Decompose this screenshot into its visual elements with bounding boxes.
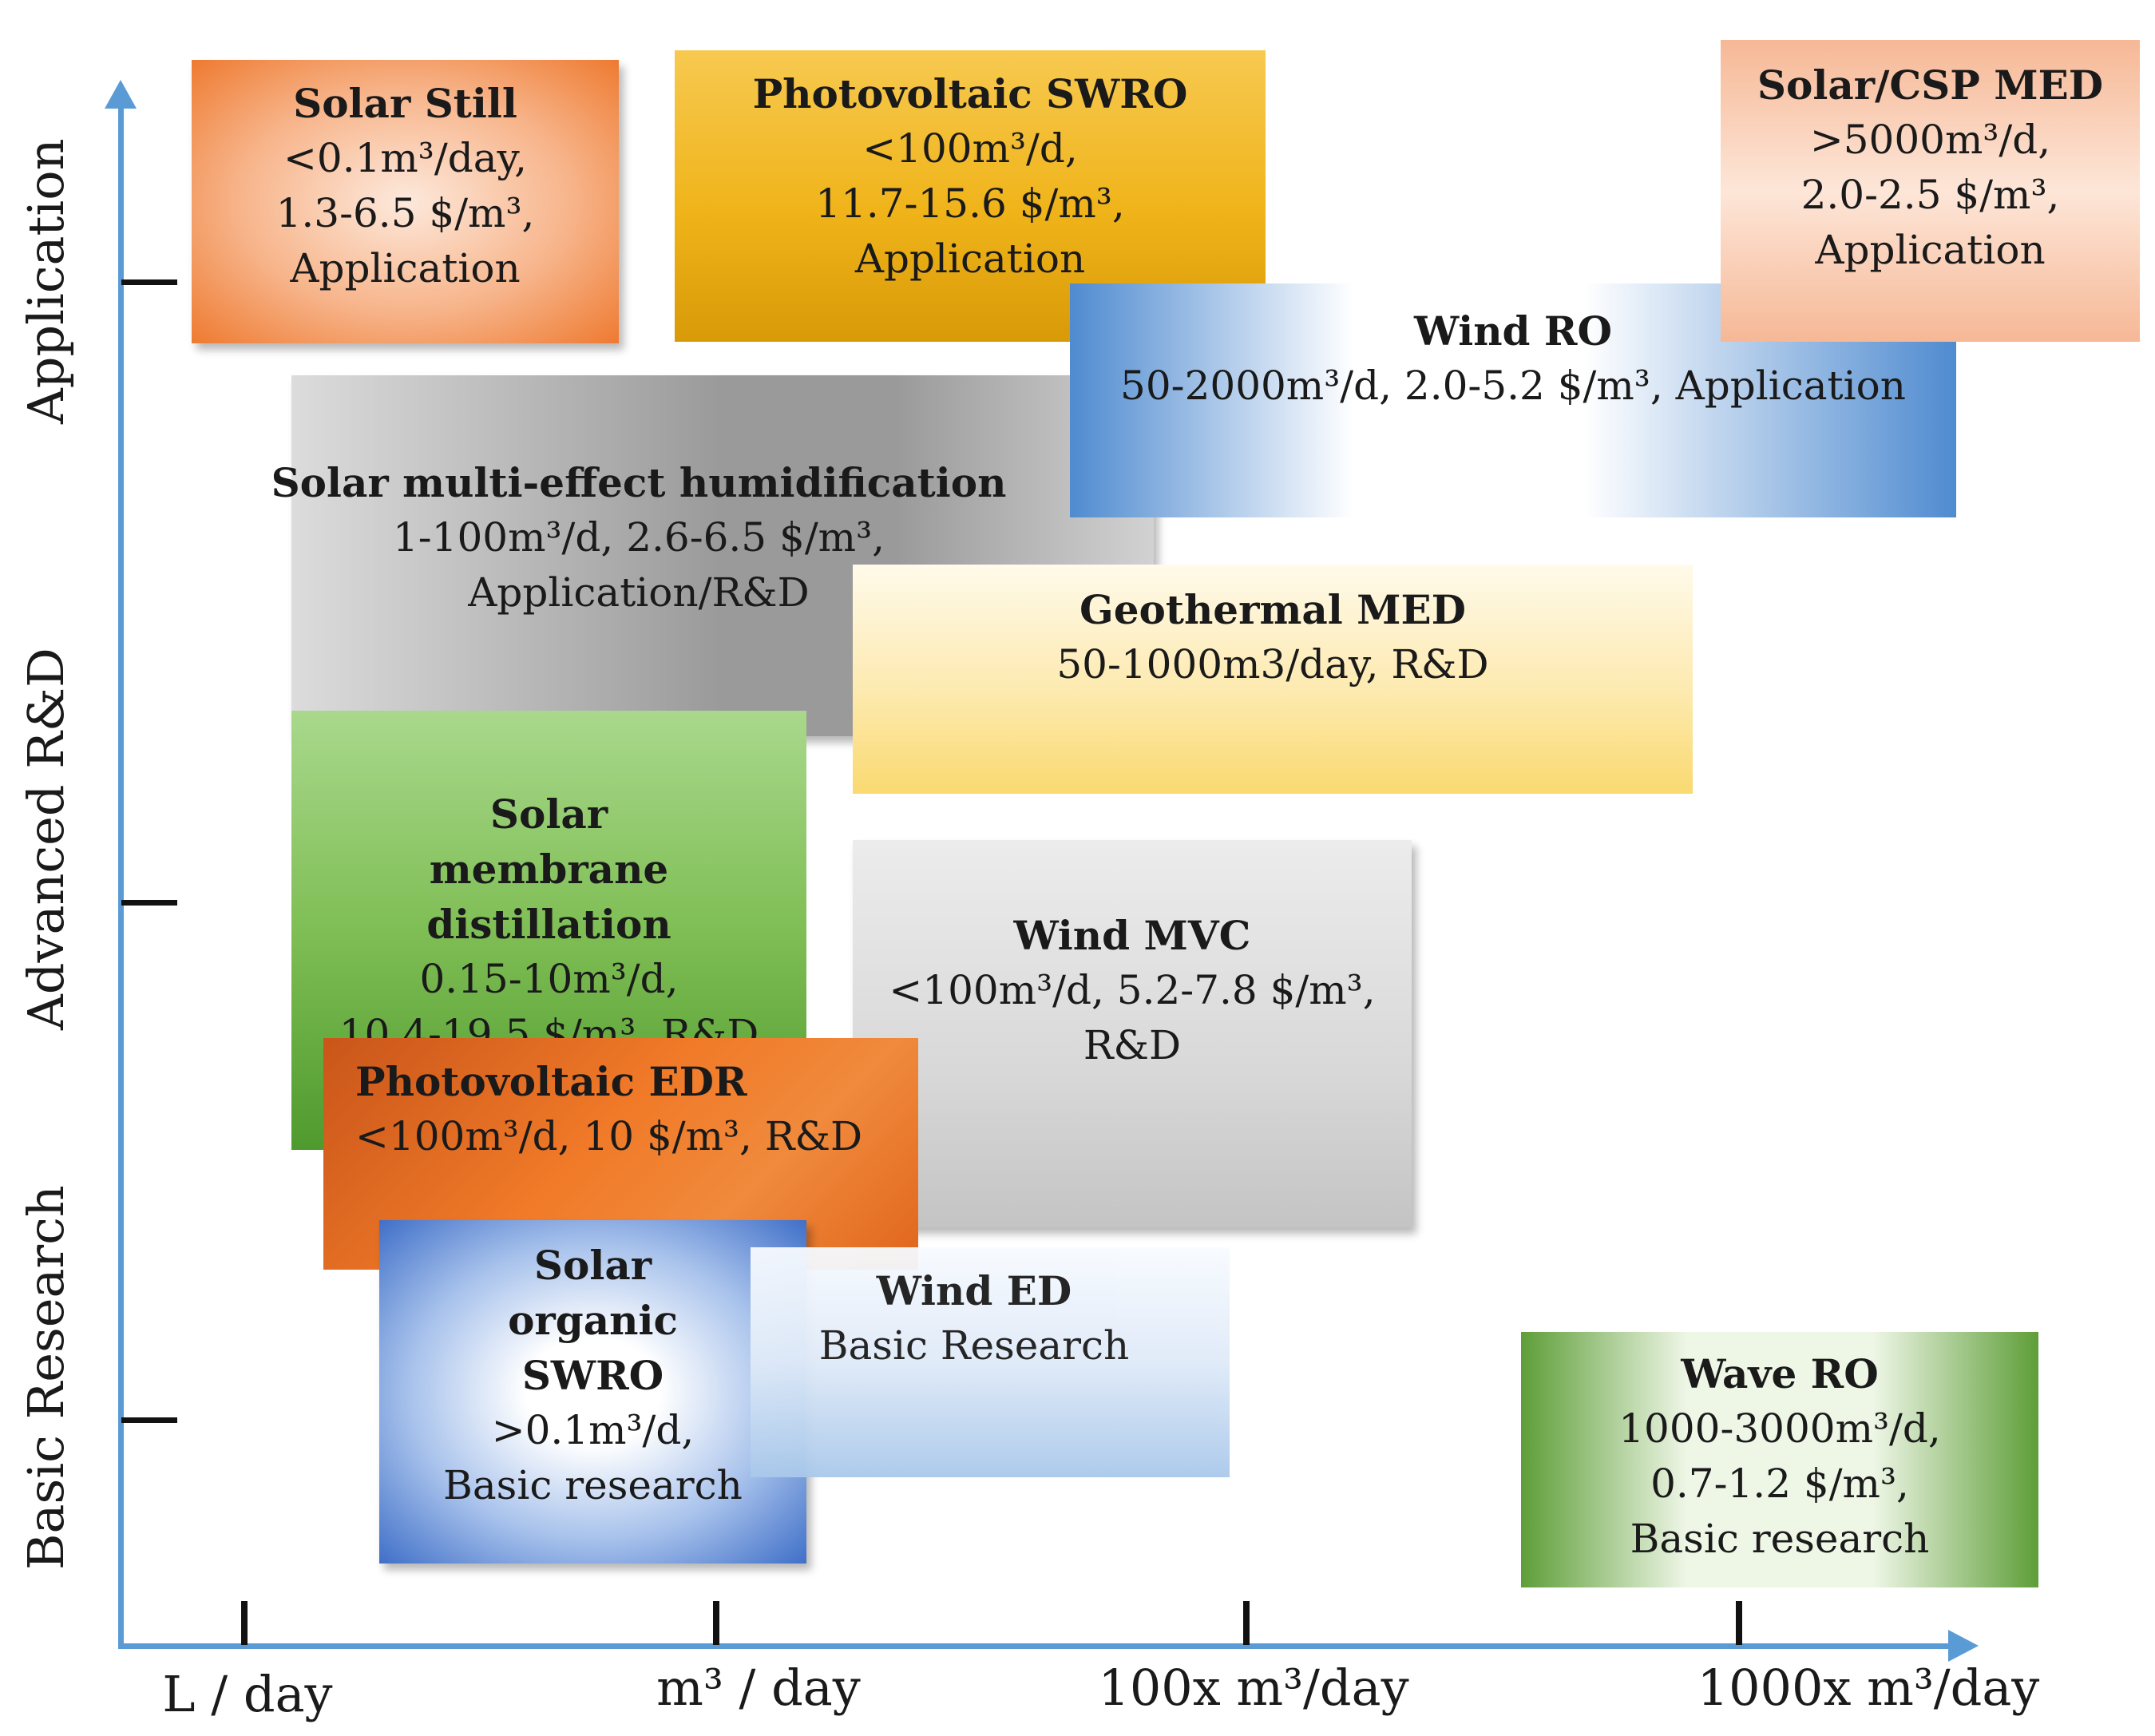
box-solar-organic-swro: Solar organic SWRO >0.1m³/d, Basic resea… [379, 1220, 806, 1564]
box-detail: <0.1m³/day, [283, 135, 528, 181]
box-title: Wind RO [1413, 307, 1613, 355]
box-detail: Application [290, 245, 521, 291]
box-detail: Basic research [443, 1462, 743, 1508]
y-tick-advanced-rd [121, 900, 177, 906]
x-tick-1000x [1736, 1601, 1742, 1645]
box-title: Photovoltaic SWRO [752, 70, 1188, 117]
box-title: Wind ED [876, 1267, 1072, 1314]
box-title: Solar multi-effect humidification [271, 459, 1007, 506]
x-tick-m3-day [713, 1601, 719, 1645]
box-wave-ro: Wave RO 1000-3000m³/d, 0.7-1.2 $/m³, Bas… [1521, 1332, 2038, 1587]
box-detail: R&D [1083, 1022, 1182, 1068]
x-label-100x: 100x m³/day [1098, 1659, 1409, 1717]
box-detail: 50-1000m3/day, R&D [1056, 641, 1489, 688]
y-tick-application [121, 279, 177, 285]
box-detail: 50-2000m³/d, 2.0-5.2 $/m³, Application [1120, 363, 1906, 409]
x-tick-l-day [241, 1601, 248, 1645]
box-title: Solar membrane distillation [426, 791, 671, 948]
x-tick-100x [1243, 1601, 1250, 1645]
x-label-m3-day: m³ / day [656, 1659, 861, 1717]
box-detail: <100m³/d, 10 $/m³, R&D [355, 1113, 863, 1159]
box-detail: Application [1815, 227, 2046, 273]
box-detail: >5000m³/d, [1809, 117, 2051, 163]
box-detail: Application [854, 236, 1086, 282]
box-detail: Basic Research [818, 1322, 1130, 1369]
box-detail: 1000-3000m³/d, [1618, 1405, 1941, 1452]
box-solar-multi-effect-humidification: Solar multi-effect humidification 1-100m… [271, 375, 1154, 736]
box-detail: Basic research [1630, 1516, 1930, 1562]
box-wind-mvc: Wind MVC <100m³/d, 5.2-7.8 $/m³, R&D [853, 840, 1412, 1227]
box-wind-ed: Wind ED Basic Research [751, 1247, 1230, 1477]
box-detail: 2.0-2.5 $/m³, [1800, 172, 2060, 218]
box-title: Solar Still [293, 80, 517, 127]
x-axis-arrow-icon [1948, 1630, 1979, 1662]
y-tick-basic-research [121, 1417, 177, 1423]
y-label-application: Application [17, 138, 75, 425]
x-label-l-day: L / day [162, 1665, 333, 1723]
x-axis-line [118, 1643, 1955, 1649]
box-detail: 0.7-1.2 $/m³, [1650, 1461, 1909, 1507]
box-title: Photovoltaic EDR [355, 1058, 747, 1105]
box-geothermal-med: Geothermal MED 50-1000m3/day, R&D [853, 565, 1693, 794]
box-detail: 11.7-15.6 $/m³, [815, 180, 1125, 227]
box-detail: 1.3-6.5 $/m³, [275, 190, 535, 236]
y-axis-line [118, 96, 124, 1649]
box-detail: 0.15-10m³/d, [419, 956, 679, 1002]
y-label-advanced-rd: Advanced R&D [17, 648, 75, 1030]
box-solar-csp-med: Solar/CSP MED >5000m³/d, 2.0-2.5 $/m³, A… [1721, 40, 2140, 342]
box-title: Solar/CSP MED [1757, 61, 2104, 109]
box-solar-still: Solar Still <0.1m³/day, 1.3-6.5 $/m³, Ap… [192, 60, 619, 343]
box-detail: Application/R&D [468, 569, 810, 616]
box-title: Geothermal MED [1079, 586, 1466, 633]
box-detail: >0.1m³/d, [491, 1407, 695, 1453]
box-detail: <100m³/d, 5.2-7.8 $/m³, [889, 967, 1376, 1013]
y-axis-arrow-icon [105, 80, 137, 109]
box-detail: <100m³/d, [862, 125, 1078, 172]
box-title: Wave RO [1681, 1350, 1879, 1397]
x-label-1000x: 1000x m³/day [1697, 1659, 2040, 1717]
box-title: Solar organic SWRO [508, 1242, 678, 1399]
y-label-basic-research: Basic Research [17, 1185, 75, 1570]
box-title: Wind MVC [1013, 912, 1251, 959]
box-detail: 1-100m³/d, 2.6-6.5 $/m³, [392, 514, 885, 561]
